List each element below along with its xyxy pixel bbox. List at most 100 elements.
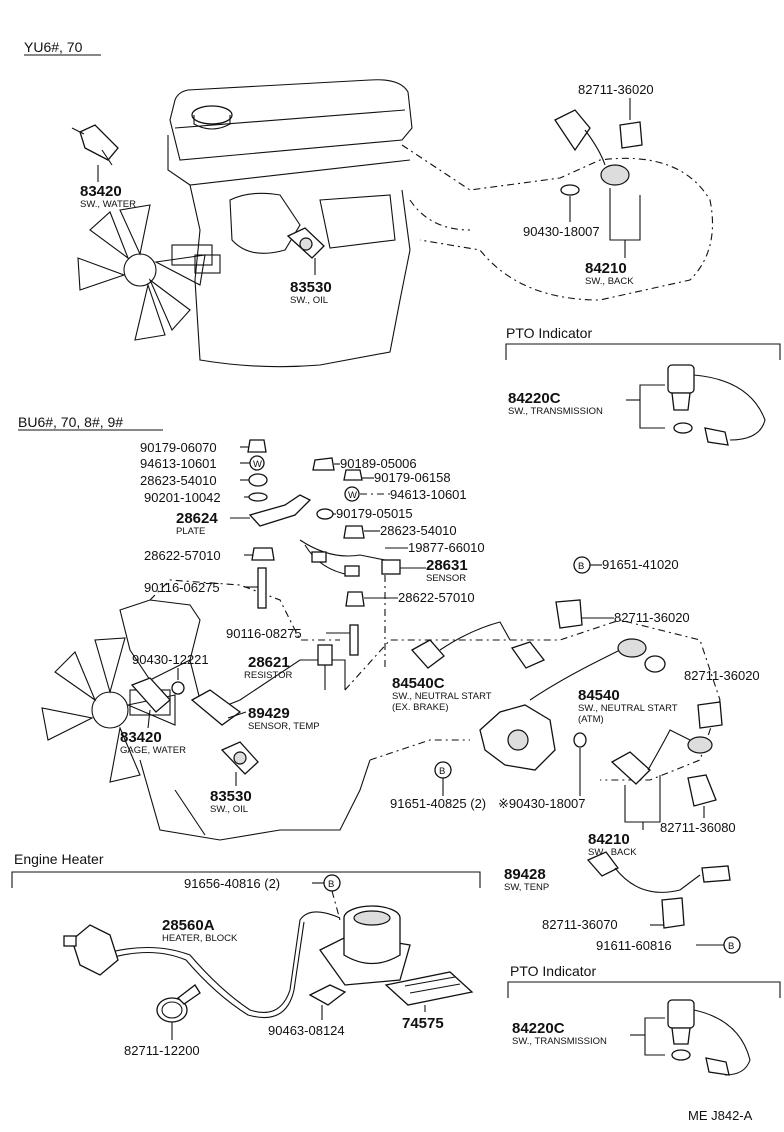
label-89429-desc: SENSOR, TEMP	[248, 721, 320, 732]
svg-text:B: B	[439, 766, 445, 777]
part-83530-top[interactable]	[286, 227, 325, 259]
part-28622-57010-a[interactable]	[251, 547, 275, 561]
label-83530-top-desc: SW., OIL	[290, 295, 328, 306]
label-90116-06275: 90116-06275	[144, 580, 220, 595]
label-91651-40825: 91651-40825 (2)	[390, 796, 486, 811]
label-28622-57010-b: 28622-57010	[398, 590, 475, 605]
part-90179-06070[interactable]	[247, 439, 267, 453]
part-83420-top[interactable]	[71, 124, 119, 166]
part-28560a-heater[interactable]	[319, 905, 411, 986]
svg-text:B: B	[328, 879, 334, 890]
label-90463-08124: 90463-08124	[268, 1023, 345, 1038]
part-28631-sensor[interactable]	[381, 559, 401, 575]
label-28631: 28631	[426, 557, 468, 574]
label-28623-54010-b: 28623-54010	[380, 523, 457, 538]
svg-text:B: B	[578, 561, 584, 572]
engine-heater-frame	[11, 871, 481, 888]
part-83420-gage[interactable]	[130, 677, 171, 729]
part-28621-resistor[interactable]	[317, 644, 333, 690]
part-90189-05006[interactable]	[312, 457, 335, 471]
label-90189-05006: 90189-05006	[340, 456, 417, 471]
washer-w-icon: W	[249, 455, 265, 471]
part-84220c-top[interactable]	[667, 364, 766, 446]
label-89429: 89429	[248, 705, 290, 722]
part-82711-36080[interactable]	[687, 774, 717, 807]
part-90463-08124[interactable]	[308, 984, 347, 1006]
part-heater-plug	[63, 924, 119, 976]
bolt-b-icon-1: B	[573, 556, 591, 574]
part-28624-plate[interactable]	[248, 494, 312, 527]
label-19877-66010: 19877-66010	[408, 540, 485, 555]
label-84540-desc1: SW., NEUTRAL START	[578, 703, 678, 714]
washer-w-icon-2: W	[344, 486, 360, 502]
bolt-b-icon-2: B	[434, 761, 452, 779]
label-82711-36080: 82711-36080	[660, 820, 736, 835]
label-28622-57010-a: 28622-57010	[144, 548, 221, 563]
label-83530-top: 83530	[290, 279, 332, 296]
label-84540: 84540	[578, 687, 620, 704]
label-83530-mid: 83530	[210, 788, 252, 805]
part-83530-mid[interactable]	[220, 741, 259, 775]
label-90179-06070: 90179-06070	[140, 440, 217, 455]
part-90201-10042[interactable]	[248, 492, 268, 502]
part-84540c-switch[interactable]	[410, 621, 546, 669]
part-84540-switch[interactable]	[529, 638, 666, 701]
label-84210-mid-desc: SW., BACK	[588, 847, 637, 858]
part-82711-36020-b[interactable]	[555, 599, 583, 629]
part-28622-57010-b[interactable]	[345, 591, 365, 607]
footer-diagram-code: ME J842-A	[688, 1108, 753, 1123]
part-84210-mid[interactable]	[610, 729, 713, 785]
part-84210-top[interactable]	[554, 109, 630, 186]
label-83420-mid: 83420	[120, 729, 162, 746]
part-28623-54010-b[interactable]	[343, 525, 365, 539]
part-90430-12221[interactable]	[171, 681, 185, 695]
section-title-pto-top: PTO Indicator	[506, 325, 592, 341]
part-90430-18007-mid[interactable]	[573, 732, 587, 748]
part-90116-08275[interactable]	[349, 624, 359, 656]
label-82711-12200: 82711-12200	[124, 1043, 200, 1058]
part-82711-12200-clamp[interactable]	[156, 984, 201, 1023]
label-84540c: 84540C	[392, 675, 445, 692]
label-82711-36070: 82711-36070	[542, 917, 618, 932]
part-74575-label[interactable]	[384, 971, 474, 1006]
part-19877-66010-harness[interactable]	[299, 539, 386, 577]
label-83530-mid-desc: SW., OIL	[210, 804, 248, 815]
label-28621: 28621	[248, 654, 290, 671]
label-84220c-bottom-desc: SW., TRANSMISSION	[512, 1036, 607, 1047]
svg-text:W: W	[348, 490, 357, 501]
part-82711-36020-c[interactable]	[697, 701, 723, 729]
label-74575: 74575	[402, 1015, 444, 1032]
label-28624: 28624	[176, 510, 218, 527]
section-title-engine-heater: Engine Heater	[14, 851, 104, 867]
part-90116-06275[interactable]	[257, 567, 267, 609]
bolt-b-icon-4: B	[323, 874, 341, 892]
part-89428-switch[interactable]	[586, 851, 731, 893]
label-84210-mid: 84210	[588, 831, 630, 848]
svg-text:W: W	[253, 459, 262, 470]
label-28623-54010-a: 28623-54010	[140, 473, 217, 488]
label-94613-10601-b: 94613-10601	[390, 487, 467, 502]
label-84210-top-desc: SW., BACK	[585, 276, 634, 287]
part-90430-18007-top[interactable]	[560, 184, 580, 196]
label-90430-18007-mid: ※90430-18007	[498, 796, 586, 811]
label-84540c-desc2: (EX. BRAKE)	[392, 702, 449, 713]
label-84220c-bottom: 84220C	[512, 1020, 565, 1037]
part-82711-36020-bracket-top[interactable]	[619, 121, 643, 149]
part-84220c-bottom[interactable]	[667, 999, 751, 1076]
label-94613-10601-a: 94613-10601	[140, 456, 217, 471]
label-82711-36020-top: 82711-36020	[578, 82, 654, 97]
part-82711-36070[interactable]	[661, 897, 685, 929]
part-89429-sensor[interactable]	[190, 689, 247, 726]
label-90430-18007-top: 90430-18007	[523, 224, 600, 239]
part-90179-06158[interactable]	[343, 469, 363, 481]
part-28623-54010-a[interactable]	[248, 473, 268, 487]
label-84540-desc2: (ATM)	[578, 714, 604, 725]
bolt-b-icon-3: B	[723, 936, 741, 954]
part-90179-05015[interactable]	[316, 508, 334, 520]
label-83420-top-desc: SW., WATER	[80, 199, 136, 210]
part-heater-cord	[99, 911, 341, 1019]
label-82711-36020-c: 82711-36020	[684, 668, 760, 683]
label-28624-desc: PLATE	[176, 526, 205, 537]
part-water-pump	[479, 704, 556, 771]
svg-text:B: B	[728, 941, 734, 952]
